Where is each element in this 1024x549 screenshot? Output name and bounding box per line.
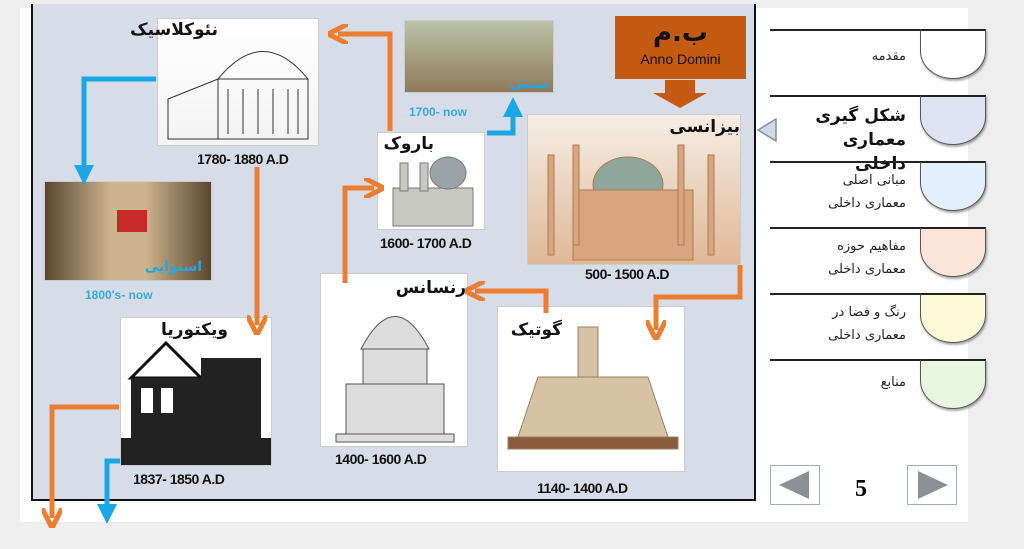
start-box: ب.م Anno Domini bbox=[615, 16, 746, 79]
byzantine-dates: 500- 1500 A.D bbox=[585, 266, 670, 282]
gothic-dates: 1140- 1400 A.D bbox=[537, 480, 628, 496]
traditional-dates: 1700- now bbox=[409, 105, 468, 119]
page-number: 5 bbox=[855, 476, 867, 502]
baroque-title: باروک bbox=[383, 134, 434, 154]
triangle-left-icon bbox=[779, 471, 809, 499]
nav-item-introduction[interactable]: مقدمه bbox=[770, 29, 988, 95]
tab-shape-icon bbox=[920, 161, 986, 211]
nav-item-color-space[interactable]: رنگ و فضا در معماری داخلی bbox=[770, 293, 988, 359]
divider bbox=[770, 227, 920, 229]
tab-shape-icon bbox=[920, 95, 986, 145]
nav-item-references[interactable]: منابع bbox=[770, 359, 988, 425]
renaissance-title: رنسانس bbox=[395, 278, 466, 298]
nav-item-label: رنگ و فضا در معماری داخلی bbox=[828, 305, 906, 343]
neoclassic-title: نئوکلاسیک bbox=[130, 20, 218, 40]
tab-shape-icon bbox=[920, 227, 986, 277]
divider bbox=[770, 161, 920, 163]
byzantine-title: بیزانسی bbox=[669, 117, 740, 137]
tropical-title: استوایی bbox=[144, 259, 202, 275]
start-box-title: ب.م bbox=[652, 18, 709, 48]
tropical-dates: 1800's- now bbox=[85, 288, 153, 302]
start-box-subtitle: Anno Domini bbox=[640, 51, 721, 67]
tab-shape-icon bbox=[920, 293, 986, 343]
victorian-title: ویکتوریا bbox=[161, 320, 228, 340]
nav-item-concepts[interactable]: مفاهیم حوزه معماری داخلی bbox=[770, 227, 988, 293]
gothic-title: گوتیک bbox=[510, 320, 562, 340]
triangle-right-icon bbox=[918, 471, 948, 499]
victorian-image bbox=[120, 317, 272, 466]
nav-item-label: مقدمه bbox=[871, 49, 906, 64]
next-slide-button[interactable] bbox=[907, 465, 957, 505]
victorian-dates: 1837- 1850 A.D bbox=[133, 471, 225, 487]
nav-item-label: منابع bbox=[880, 375, 906, 390]
previous-slide-button[interactable] bbox=[770, 465, 820, 505]
tropical-interior-image bbox=[44, 181, 212, 281]
byzantine-image bbox=[527, 114, 741, 265]
renaissance-image bbox=[320, 273, 468, 447]
nav-item-label: مبانی اصلی معماری داخلی bbox=[828, 173, 906, 211]
nav-item-label: شکل گیری معماری داخلی bbox=[815, 106, 906, 174]
divider bbox=[770, 293, 920, 295]
tab-shape-icon bbox=[920, 359, 986, 409]
nav-item-label: مفاهیم حوزه معماری داخلی bbox=[828, 239, 906, 277]
divider bbox=[770, 29, 920, 31]
renaissance-dates: 1400- 1600 A.D bbox=[335, 451, 427, 467]
baroque-image bbox=[377, 132, 485, 230]
nav-item-principles[interactable]: مبانی اصلی معماری داخلی bbox=[770, 161, 988, 227]
tab-shape-icon bbox=[920, 29, 986, 79]
divider bbox=[770, 95, 920, 97]
divider bbox=[770, 359, 920, 361]
nav-item-formation[interactable]: شکل گیری معماری داخلی bbox=[770, 95, 988, 174]
gothic-image bbox=[497, 306, 685, 472]
neoclassic-image bbox=[157, 18, 319, 146]
traditional-title: سنتی bbox=[509, 76, 549, 92]
neoclassic-dates: 1780- 1880 A.D bbox=[197, 151, 289, 167]
baroque-dates: 1600- 1700 A.D bbox=[380, 235, 472, 251]
traditional-interior-image bbox=[404, 20, 554, 93]
current-section-indicator-icon bbox=[756, 117, 777, 143]
